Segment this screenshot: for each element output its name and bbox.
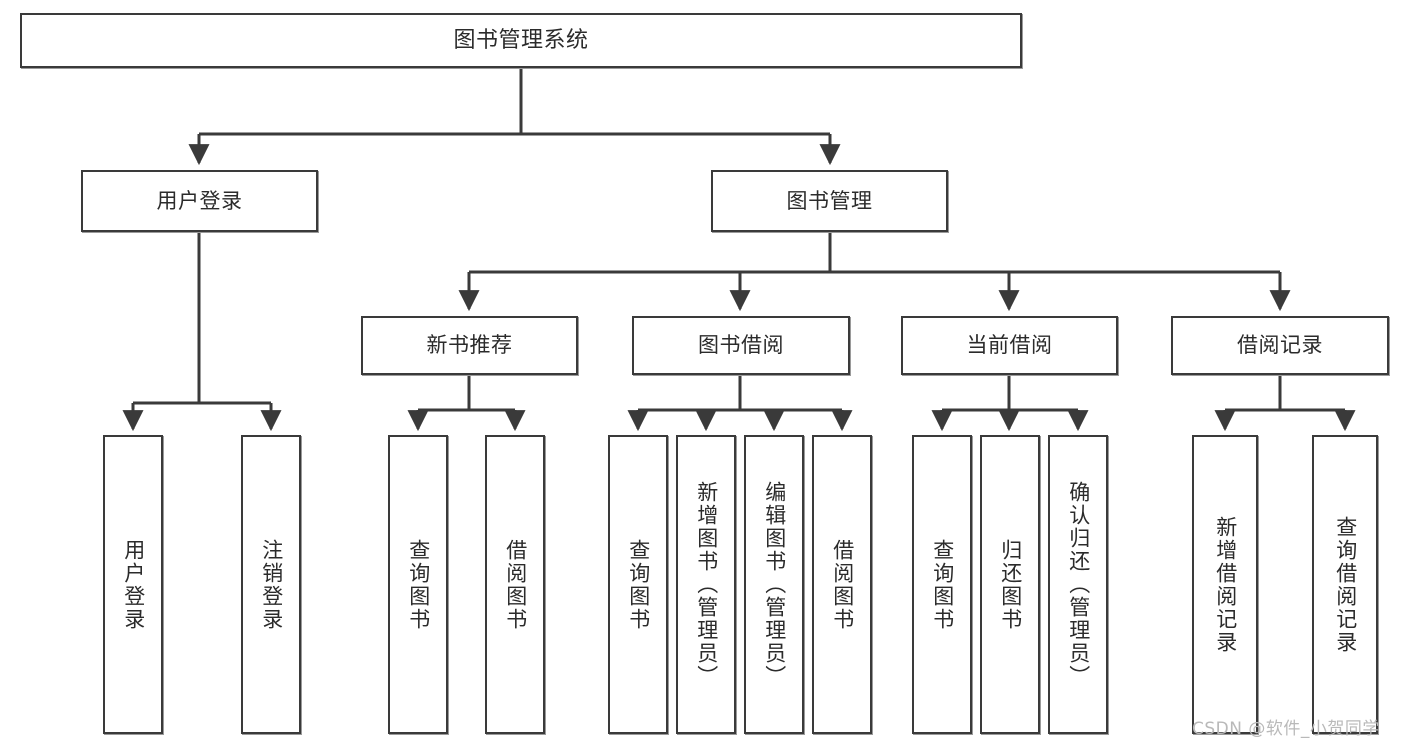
node-user-login-label: 用户登录 bbox=[156, 188, 243, 213]
node-current-borrow-label: 当前借阅 bbox=[966, 333, 1053, 358]
node-leaf-query-record[interactable]: 查询借阅记录 bbox=[1312, 435, 1378, 734]
node-book-borrow[interactable]: 图书借阅 bbox=[632, 316, 850, 375]
node-leaf-query-book-3[interactable]: 查询图书 bbox=[912, 435, 972, 734]
node-leaf-user-login[interactable]: 用户登录 bbox=[103, 435, 163, 734]
node-new-book-rec[interactable]: 新书推荐 bbox=[361, 316, 578, 375]
node-leaf-borrow-book-2-label: 借阅图书 bbox=[830, 538, 855, 631]
node-leaf-return-book[interactable]: 归还图书 bbox=[980, 435, 1040, 734]
node-leaf-query-book-2-label: 查询图书 bbox=[626, 538, 651, 631]
node-leaf-user-login-label: 用户登录 bbox=[121, 538, 146, 631]
node-root[interactable]: 图书管理系统 bbox=[20, 13, 1022, 68]
node-leaf-add-book-label: 新增图书（管理员） bbox=[694, 481, 719, 688]
node-leaf-query-book-3-label: 查询图书 bbox=[930, 538, 955, 631]
node-book-borrow-label: 图书借阅 bbox=[698, 333, 784, 358]
node-leaf-return-book-label: 归还图书 bbox=[998, 538, 1023, 631]
watermark: CSDN @软件_小贺同学 bbox=[1192, 719, 1380, 739]
node-leaf-confirm-return-label: 确认归还（管理员） bbox=[1066, 481, 1091, 688]
node-leaf-query-book-1[interactable]: 查询图书 bbox=[388, 435, 448, 734]
node-leaf-edit-book[interactable]: 编辑图书（管理员） bbox=[744, 435, 804, 734]
node-leaf-borrow-book-1[interactable]: 借阅图书 bbox=[485, 435, 545, 734]
node-leaf-logout[interactable]: 注销登录 bbox=[241, 435, 301, 734]
node-borrow-record-label: 借阅记录 bbox=[1237, 333, 1323, 358]
node-root-label: 图书管理系统 bbox=[453, 27, 589, 53]
node-book-manage-label: 图书管理 bbox=[786, 188, 873, 213]
node-leaf-add-record-label: 新增借阅记录 bbox=[1213, 515, 1238, 654]
node-leaf-borrow-book-1-label: 借阅图书 bbox=[503, 538, 528, 631]
node-leaf-add-record[interactable]: 新增借阅记录 bbox=[1192, 435, 1258, 734]
node-leaf-logout-label: 注销登录 bbox=[259, 538, 284, 631]
node-borrow-record[interactable]: 借阅记录 bbox=[1171, 316, 1389, 375]
node-current-borrow[interactable]: 当前借阅 bbox=[901, 316, 1118, 375]
node-new-book-rec-label: 新书推荐 bbox=[426, 333, 513, 358]
node-leaf-edit-book-label: 编辑图书（管理员） bbox=[762, 481, 787, 688]
node-leaf-query-book-1-label: 查询图书 bbox=[406, 538, 431, 631]
node-leaf-borrow-book-2[interactable]: 借阅图书 bbox=[812, 435, 872, 734]
node-leaf-confirm-return[interactable]: 确认归还（管理员） bbox=[1048, 435, 1108, 734]
node-book-manage[interactable]: 图书管理 bbox=[711, 170, 948, 232]
node-leaf-add-book[interactable]: 新增图书（管理员） bbox=[676, 435, 736, 734]
node-leaf-query-record-label: 查询借阅记录 bbox=[1333, 515, 1358, 654]
node-user-login[interactable]: 用户登录 bbox=[81, 170, 318, 232]
node-leaf-query-book-2[interactable]: 查询图书 bbox=[608, 435, 668, 734]
